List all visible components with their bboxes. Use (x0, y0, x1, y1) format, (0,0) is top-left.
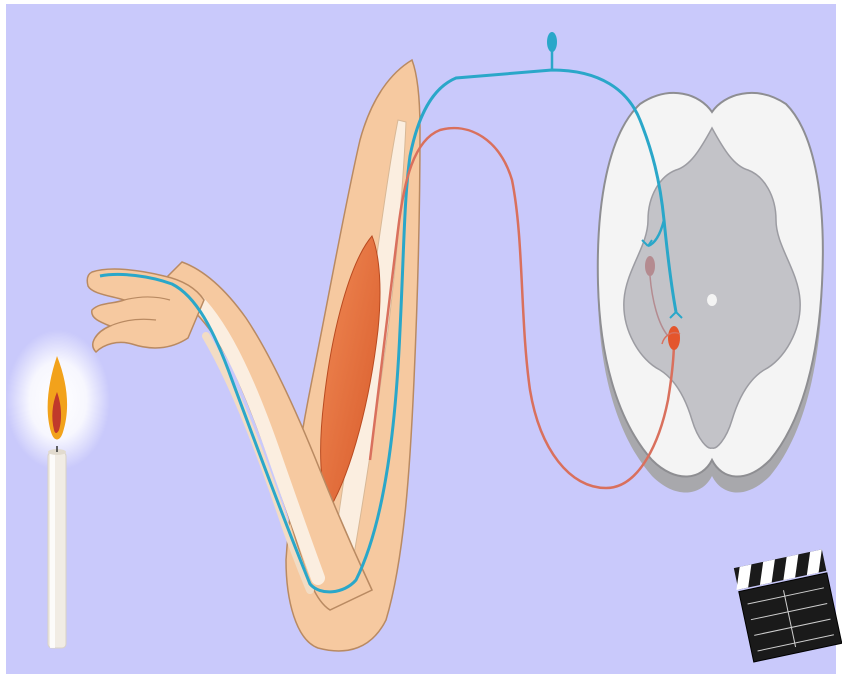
spinal-cord-icon (598, 93, 823, 493)
